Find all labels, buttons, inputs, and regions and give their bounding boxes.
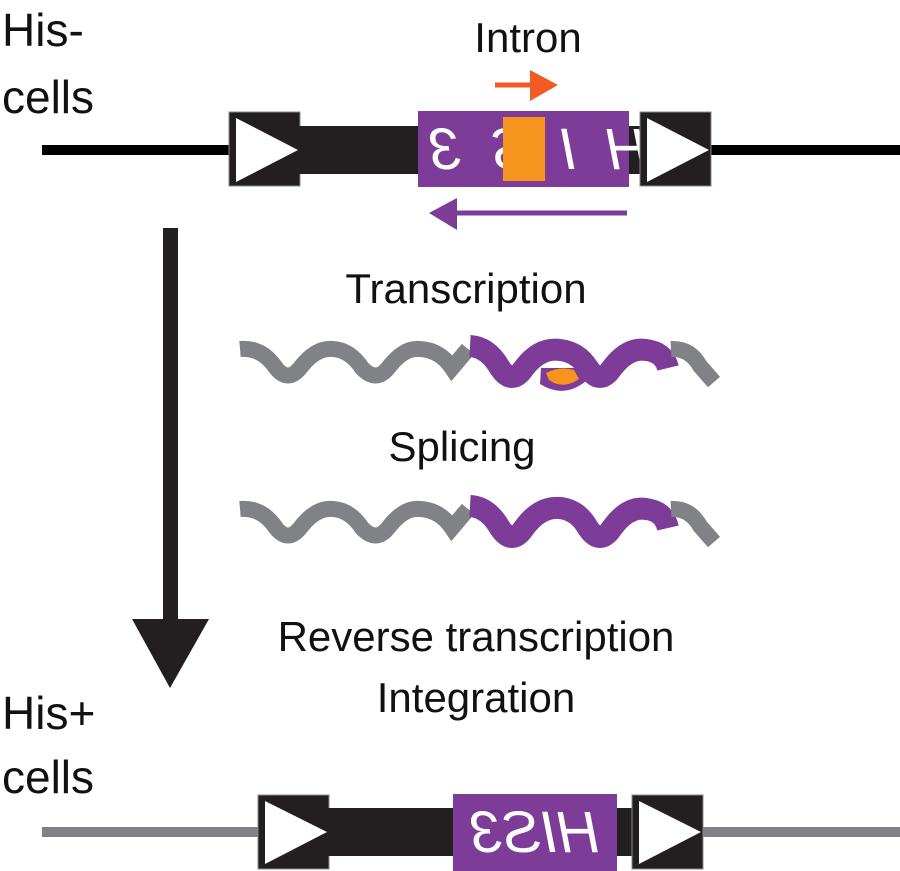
top-intron-block (503, 117, 545, 181)
bottom-left-ltr-arrow-icon (265, 801, 327, 864)
rna-spliced-purple (468, 495, 679, 548)
gene-direction-arrow-icon (429, 198, 627, 230)
top-right-ltr-arrow-icon (647, 118, 709, 182)
rna-intron-orange (546, 368, 579, 385)
step-integration-label: Integration (377, 674, 575, 721)
top-cell-label-line1: His- (2, 4, 84, 56)
bottom-construct: HIS3 (42, 794, 900, 871)
rna-spliced-gray-right (670, 500, 721, 548)
top-element-body (299, 126, 424, 174)
rna-unspliced-gray-left (239, 340, 475, 384)
step-splicing-label: Splicing (388, 423, 535, 470)
intron-label: Intron (474, 14, 581, 61)
top-left-ltr-arrow-icon (236, 118, 298, 182)
bottom-cell-label-line2: cells (2, 751, 94, 803)
process-down-arrow-icon (132, 228, 209, 688)
top-construct: HIS3 (42, 70, 900, 230)
rna-spliced-gray-left (239, 500, 475, 544)
top-cell-label-line2: cells (2, 71, 94, 123)
rna-unspliced (239, 335, 721, 391)
rna-unspliced-gray-right (670, 340, 721, 388)
bottom-his3-box (453, 794, 617, 871)
bottom-element-body-right (614, 808, 634, 856)
bottom-cell-label-line1: His+ (2, 687, 95, 739)
rna-unspliced-purple (468, 335, 679, 388)
bottom-his3-label: HIS3 (471, 800, 600, 865)
intron-direction-arrow-icon (495, 70, 558, 101)
bottom-element-body (328, 808, 456, 856)
rna-spliced (239, 495, 721, 548)
bottom-right-ltr-arrow-icon (639, 801, 701, 864)
step-transcription-label: Transcription (345, 265, 586, 312)
step-reverse-transcription-label: Reverse transcription (278, 613, 675, 660)
